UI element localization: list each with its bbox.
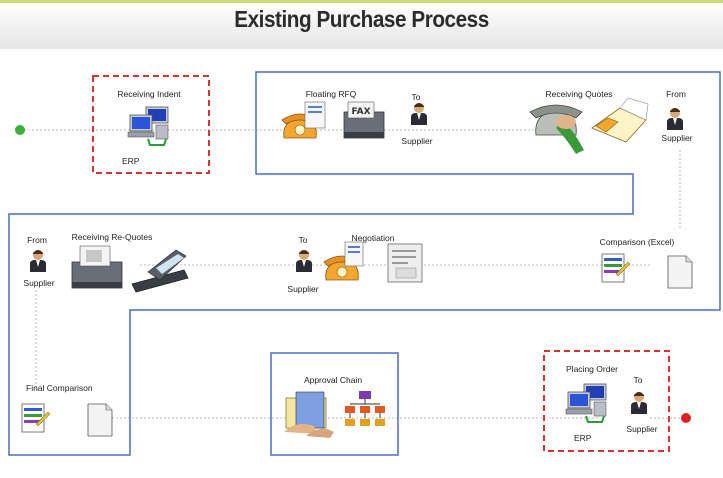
person-icon — [296, 250, 312, 272]
receiving-quotes-from-label: From — [666, 89, 686, 99]
start-dot — [15, 125, 25, 135]
document-icon — [667, 255, 693, 289]
telephone-icon — [529, 104, 584, 154]
computer-icon — [127, 106, 169, 146]
scanner-icon — [131, 249, 189, 293]
fax-icon: FAX — [343, 101, 385, 139]
placing-order-box — [543, 350, 670, 452]
spreadsheet-icon — [601, 253, 631, 283]
document-icon — [304, 101, 326, 129]
handover-icon — [284, 391, 334, 438]
document-icon — [87, 403, 113, 437]
approval-box — [270, 352, 399, 456]
receiving-indent-box — [92, 75, 210, 174]
flow-boundary — [8, 71, 721, 456]
document-icon — [344, 241, 364, 267]
person-icon — [631, 392, 647, 414]
negotiation-to-label: To — [298, 235, 308, 245]
approval-chain-label: Approval Chain — [303, 375, 363, 385]
floating-rfq-label: Floating RFQ — [305, 89, 357, 99]
placing-order-label: Placing Order — [566, 364, 618, 374]
comparison-excel-label: Comparison (Excel) — [599, 237, 675, 247]
final-comparison-label: Final Comparison — [26, 383, 93, 393]
fax-icon — [71, 245, 123, 289]
receiving-requotes-from-label: From — [27, 235, 47, 245]
computer-icon — [565, 383, 607, 423]
floating-rfq-to-label: To — [411, 92, 421, 102]
end-dot — [681, 413, 691, 423]
receiving-indent-erp-label: ERP — [122, 156, 140, 166]
svg-text:FAX: FAX — [351, 107, 370, 117]
person-icon — [30, 250, 46, 272]
receiving-indent-label: Receiving Indent — [117, 89, 181, 99]
spreadsheet-icon — [21, 403, 51, 433]
title-band — [0, 0, 723, 49]
receiving-quotes-supplier-label: Supplier — [661, 133, 693, 143]
placing-order-erp-label: ERP — [574, 433, 592, 443]
negotiation-label: Negotiation — [351, 233, 395, 243]
receiving-requotes-label: Receiving Re-Quotes — [71, 232, 153, 242]
negotiation-supplier-label: Supplier — [287, 284, 319, 294]
fax-icon — [591, 97, 649, 143]
handover-icon — [387, 243, 423, 283]
org-chart-icon — [345, 391, 385, 426]
receiving-requotes-supplier-label: Supplier — [23, 278, 55, 288]
diagram-title: Existing Purchase Process — [234, 6, 489, 32]
person-icon — [411, 103, 427, 125]
placing-order-to-label: To — [633, 375, 643, 385]
receiving-quotes-label: Receiving Quotes — [545, 89, 613, 99]
person-icon — [667, 108, 683, 130]
placing-order-supplier-label: Supplier — [626, 424, 658, 434]
floating-rfq-supplier-label: Supplier — [401, 136, 433, 146]
